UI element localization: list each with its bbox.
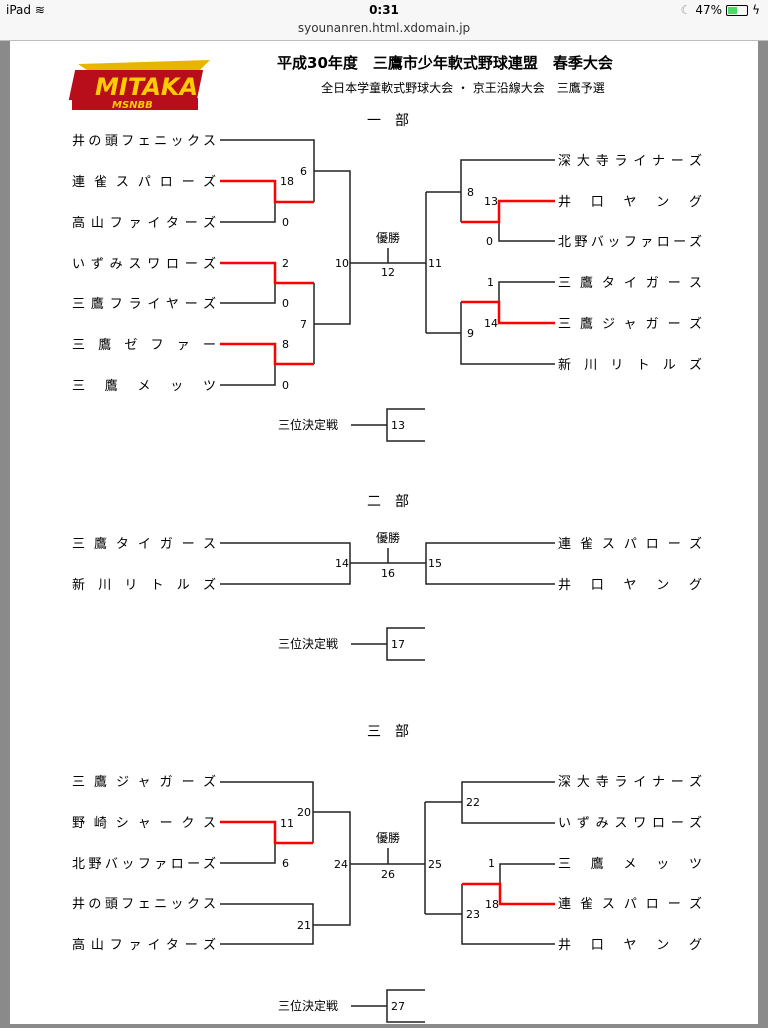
score: 1 <box>487 276 494 289</box>
score: 6 <box>282 857 289 870</box>
team-name: 三鷹ジャガーズ <box>72 774 216 790</box>
team-name: 井口ヤング <box>558 578 702 593</box>
wifi-icon: ≋ <box>34 3 45 17</box>
team-name: 三鷹フライヤーズ <box>72 296 216 312</box>
moon-icon: ☾ <box>680 3 692 17</box>
score: 2 <box>282 257 289 270</box>
team-name: 井の頭フェニックス <box>72 897 216 912</box>
score: 13 <box>484 195 498 208</box>
third-place-label: 三位決定戦 <box>278 998 338 1013</box>
team-name: 北野バッファローズ <box>558 234 702 250</box>
team-name: 深大寺ライナーズ <box>558 774 702 790</box>
champion-label: 優勝 <box>376 230 400 245</box>
game-number: 9 <box>467 327 474 340</box>
team-name: 井口ヤング <box>558 195 702 210</box>
game-number: 21 <box>297 919 311 932</box>
team-name: 井口ヤング <box>558 938 702 953</box>
game-number: 13 <box>391 419 405 432</box>
game-number: 16 <box>381 567 395 580</box>
team-name: 北野バッファローズ <box>72 856 216 872</box>
game-number: 22 <box>466 796 480 809</box>
bracket-lines <box>220 139 555 442</box>
bracket-lines <box>220 542 555 661</box>
game-number: 8 <box>467 186 474 199</box>
game-number: 10 <box>335 257 349 270</box>
team-name: 三鷹ゼファー <box>72 338 216 353</box>
game-number: 12 <box>381 266 395 279</box>
game-number: 25 <box>428 858 442 871</box>
game-number: 11 <box>428 257 442 270</box>
team-name: 連雀スパローズ <box>558 896 702 912</box>
logo-msnbb: MSNBB <box>112 100 153 111</box>
game-number: 15 <box>428 557 442 570</box>
game-number: 17 <box>391 638 405 651</box>
tournament-brackets: MITAKA MSNBB 平成30年度 三鷹市少年軟式野球連盟 春季大会 全日本… <box>68 54 702 1023</box>
page-subtitle: 全日本学童軟式野球大会 ・ 京王沿線大会 三鷹予選 <box>321 80 605 95</box>
game-number: 26 <box>381 868 395 881</box>
game-number: 6 <box>300 165 307 178</box>
team-name: 高山ファイターズ <box>72 937 216 953</box>
device-name: iPad <box>6 3 32 17</box>
device-label: iPad ≋ <box>6 3 45 17</box>
score: 0 <box>282 379 289 392</box>
division-2: 二 部 三鷹タイガース 新川リトルズ 連雀スパローズ 井口ヤング 14 優勝 1… <box>72 494 702 661</box>
champion-label: 優勝 <box>376 530 400 545</box>
team-name: 野崎シャークス <box>72 816 216 831</box>
score: 18 <box>280 175 294 188</box>
team-name: 連雀スパローズ <box>558 536 702 552</box>
page-content: MITAKA MSNBB 平成30年度 三鷹市少年軟式野球連盟 春季大会 全日本… <box>10 41 758 1024</box>
battery-icon <box>726 4 749 16</box>
bracket-lines <box>220 781 555 1023</box>
left-teams: 井の頭フェニックス 連雀スパローズ 高山ファイターズ いずみスワローズ 三鷹フラ… <box>72 134 216 394</box>
score: 8 <box>282 338 289 351</box>
game-number: 27 <box>391 1000 405 1013</box>
url-bar[interactable]: syounanren.html.xdomain.jp <box>297 21 471 35</box>
score: 0 <box>486 235 493 248</box>
team-name: いずみスワローズ <box>558 815 702 831</box>
mitaka-logo: MITAKA MSNBB <box>68 60 210 111</box>
team-name: 三鷹メッツ <box>558 857 702 872</box>
charging-icon: ϟ <box>752 3 760 17</box>
game-number: 7 <box>300 318 307 331</box>
score: 1 <box>488 857 495 870</box>
page-title: 平成30年度 三鷹市少年軟式野球連盟 春季大会 <box>277 54 613 72</box>
score: 0 <box>282 216 289 229</box>
score: 14 <box>484 317 498 330</box>
score: 11 <box>280 817 294 830</box>
third-place-label: 三位決定戦 <box>278 417 338 432</box>
division-title: 三 部 <box>367 724 409 740</box>
right-teams: 深大寺ライナーズ 井口ヤング 北野バッファローズ 三鷹タイガース 三鷹ジャガーズ… <box>558 153 702 373</box>
game-number: 20 <box>297 806 311 819</box>
team-name: 井の頭フェニックス <box>72 134 216 149</box>
game-number: 14 <box>335 557 349 570</box>
team-name: 三鷹メッツ <box>72 379 216 394</box>
team-name: 三鷹タイガース <box>72 537 216 552</box>
division-title: 二 部 <box>367 494 409 510</box>
logo-mitaka: MITAKA <box>95 73 198 101</box>
third-place-label: 三位決定戦 <box>278 636 338 651</box>
team-name: 深大寺ライナーズ <box>558 153 702 169</box>
division-1: 一 部 井の頭フェニックス 連雀スパローズ 高山ファイターズ いずみスワローズ … <box>72 113 702 442</box>
battery-percent: 47% <box>695 3 723 17</box>
division-3: 三 部 三鷹ジャガーズ 野崎シャークス 北野バッファローズ 井の頭フェニックス … <box>72 724 702 1023</box>
game-number: 24 <box>334 858 348 871</box>
team-name: 新川リトルズ <box>72 577 216 593</box>
battery-status: ☾ 47% ϟ <box>681 3 760 17</box>
team-name: 連雀スパローズ <box>72 174 216 190</box>
clock: 0:31 <box>369 3 399 17</box>
team-name: 三鷹ジャガーズ <box>558 316 702 332</box>
division-title: 一 部 <box>367 113 409 129</box>
team-name: 三鷹タイガース <box>558 276 702 291</box>
team-name: 新川リトルズ <box>558 357 702 373</box>
score: 0 <box>282 297 289 310</box>
team-name: 高山ファイターズ <box>72 215 216 231</box>
champion-label: 優勝 <box>376 830 400 845</box>
status-bar: iPad ≋ 0:31 syounanren.html.xdomain.jp ☾… <box>0 0 768 41</box>
game-number: 23 <box>466 908 480 921</box>
score: 18 <box>485 898 499 911</box>
team-name: いずみスワローズ <box>72 256 216 272</box>
